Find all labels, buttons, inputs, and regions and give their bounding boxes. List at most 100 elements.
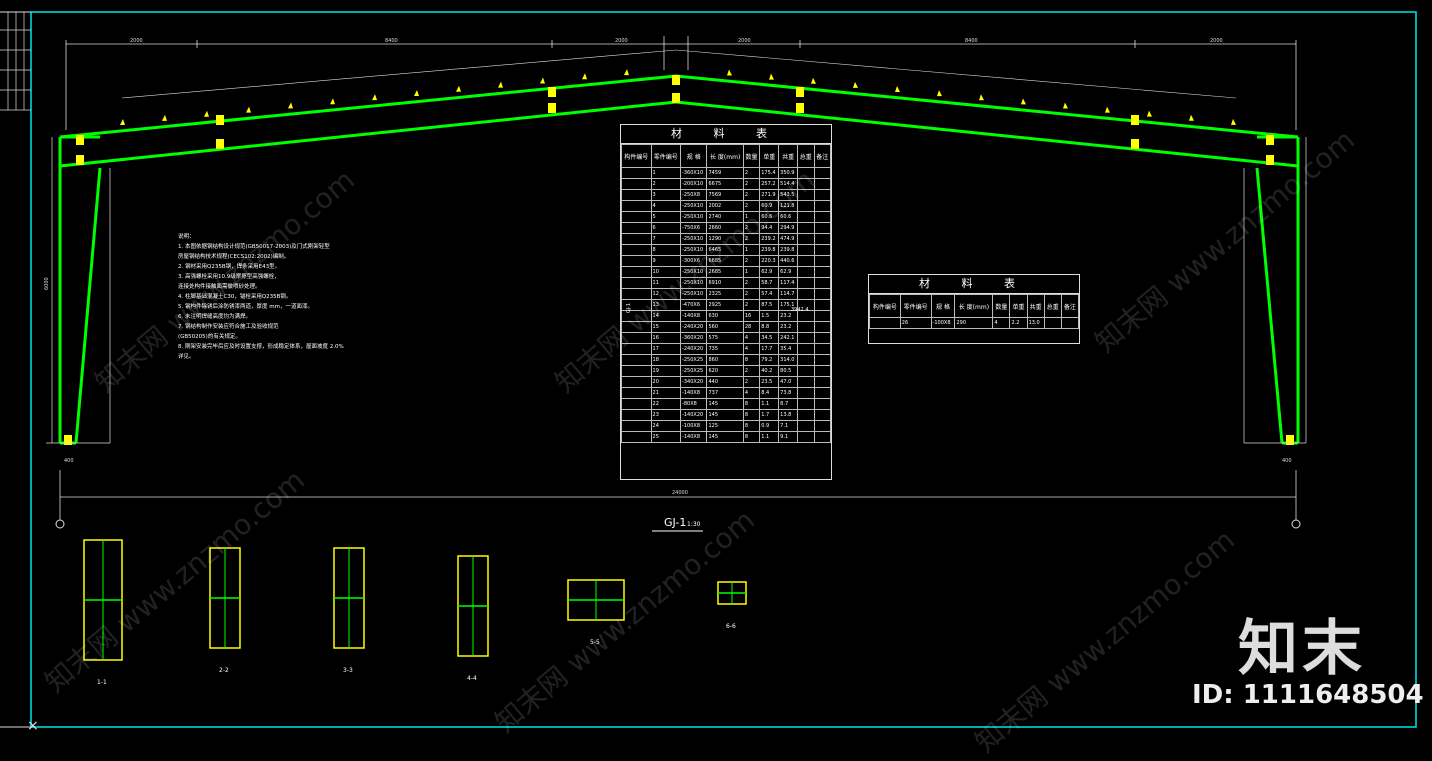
table-cell: 630 [706,310,744,322]
table-cell: 22 [650,398,682,410]
purlin-cleat [288,102,293,109]
table-cell: -360X20 [680,332,708,344]
table-cell: -140X8 [680,431,708,443]
note-line: 2. 钢材采用Q235B钢，焊条采用E43型。 [178,264,281,270]
table-cell [621,376,652,388]
top-dimension-line [65,36,1297,130]
table-cell [813,409,832,421]
table-cell: -360X10 [680,167,708,179]
table-cell [813,431,832,443]
table-cell: 242.1 [778,332,799,344]
table-cell: 7 [650,233,682,245]
table-cell [797,387,815,399]
table-cell [813,387,832,399]
section-label: 1-1 [97,679,107,686]
purlin-cleat [853,81,858,88]
table-header-cell: 备注 [813,144,832,168]
table-cell [813,200,832,212]
table-cell: 4 [742,332,761,344]
left-height-dimension: 6000 [44,277,50,290]
connection-nodes [64,75,1294,445]
purlin-cleat [540,77,545,84]
table-cell: 220.3 [759,255,780,267]
table-cell: 2 [742,277,761,289]
table-cell [797,277,815,289]
table-cell: 117.4 [778,277,799,289]
table-cell: 8 [742,398,761,410]
table-header-cell: 规 格 [930,294,956,318]
table-cell: -250X10 [680,211,708,223]
table-header-cell: 数量 [992,294,1011,318]
table-header-cell: 长 度(mm) [954,294,994,318]
table-cell [1043,317,1062,329]
table-cell: 8.4 [759,387,780,399]
purlin-cleat [1147,110,1152,117]
table-cell: 35.4 [778,343,799,355]
table-cell: -340X20 [680,376,708,388]
table-cell: 8.7 [778,398,799,410]
table-cell: 145 [706,431,744,443]
table-cell: 2 [742,167,761,179]
table-cell: 560 [706,321,744,333]
note-line: 房屋钢结构技术规程(CECS102:2002)编制。 [178,254,290,260]
table-cell [621,365,652,377]
note-line: (GB50205)的有关规定。 [178,334,241,340]
table-cell [813,288,832,300]
note-line: 4. 柱脚基础混凝土C30，锚栓采用Q235B钢。 [178,294,292,300]
table-cell [797,420,815,432]
purlin-dimension-line [121,49,1237,99]
table-cell: 1.1 [759,431,780,443]
table-cell: 73.8 [778,387,799,399]
table-cell: 2 [742,288,761,300]
table-cell: 125 [706,420,744,432]
material-table-small-header: 构件编号零件编号规 格长 度(mm)数量单重共重总重备注 [869,294,1080,318]
left-base-dimension: 400 [64,458,74,464]
table-cell [797,332,815,344]
table-cell [813,354,832,366]
purlin-cleat [811,77,816,84]
table-cell [797,222,815,234]
section-label: 3-3 [343,667,353,674]
splice-plate [1266,155,1274,165]
table-cell [797,354,815,366]
purlin-cleat [162,114,167,121]
table-cell: 28 [742,321,761,333]
table-cell [621,189,652,201]
splice-plate [1286,435,1294,445]
table-cell: 1 [742,244,761,256]
table-cell [797,431,815,443]
splice-plate [76,135,84,145]
section-label: 6-6 [726,623,736,630]
table-cell [813,211,832,223]
table-cell: 4 [742,343,761,355]
table-header-cell: 构件编号 [621,144,652,168]
table-cell: 290 [954,317,994,329]
column-dimension [46,137,1307,444]
section-label: 4-4 [467,675,477,682]
close-icon[interactable]: × [27,718,39,734]
table-cell: 4 [742,387,761,399]
material-table-main: 材 料 表 构件编号零件编号规 格长 度(mm)数量单重共重总重备注 1-360… [620,124,832,480]
note-line: 1. 本图依据钢结构设计规范(GB50017-2003)及门式刚架轻型 [178,244,330,250]
table-cell: 16 [650,332,682,344]
table-cell [621,431,652,443]
table-cell [621,398,652,410]
splice-plate [796,87,804,97]
table-cell: 8.8 [759,321,780,333]
table-cell: 2 [742,255,761,267]
table-cell [813,255,832,267]
table-cell: 860 [706,354,744,366]
table-cell: 16 [742,310,761,322]
table-cell: 79.2 [759,354,780,366]
table-cell: 2 [650,178,682,190]
purlin-cleat [1021,98,1026,105]
note-line: 6. 未注明焊缝高度均为满焊。 [178,314,251,320]
purlin-cleat [582,73,587,80]
table-cell: -100X8 [680,420,708,432]
table-cell: 62.9 [759,266,780,278]
